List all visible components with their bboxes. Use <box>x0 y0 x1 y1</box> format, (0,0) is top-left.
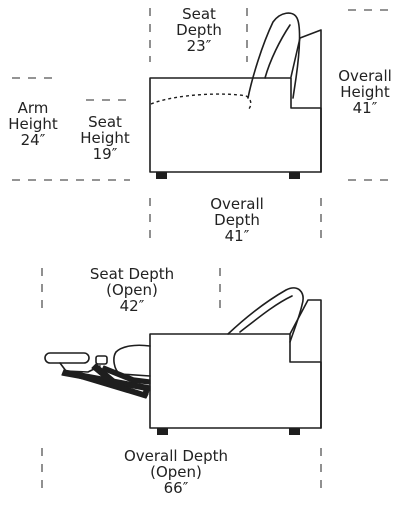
footrest-knob <box>95 355 108 365</box>
overall-height-label-line2: Height <box>340 83 390 101</box>
reclined-back-cushion-fold <box>239 295 293 333</box>
seat-height-label-line2: Height <box>80 129 130 147</box>
overall-height-label: Overall Height 41″ <box>330 68 400 116</box>
overall-depth-open-label: Overall Depth (Open) 66″ <box>112 448 240 496</box>
seat-depth-open-value: 42″ <box>119 297 145 315</box>
upright-dimension-lines <box>12 8 392 246</box>
upright-rear-foot <box>289 172 300 179</box>
reclined-dimension-lines <box>41 268 322 496</box>
overall-depth-label-line1: Overall <box>210 195 264 213</box>
overall-height-value: 41″ <box>352 99 378 117</box>
overall-depth-label-line2: Depth <box>214 211 260 229</box>
arm-height-label: Arm Height 24″ <box>0 100 66 148</box>
reclined-front-foot <box>157 428 168 435</box>
seat-depth-value: 23″ <box>186 37 212 55</box>
upright-seat-cushion-outline <box>150 93 252 111</box>
upright-chair <box>149 12 322 179</box>
footrest-pad <box>44 352 90 364</box>
seat-height-label: Seat Height 19″ <box>72 114 138 162</box>
reclined-back-panel <box>289 299 322 429</box>
reclined-body <box>149 333 322 429</box>
upright-back-cushion-fold <box>264 24 291 79</box>
seat-depth-open-label-line2: (Open) <box>106 281 158 299</box>
seat-depth-label-line2: Depth <box>176 21 222 39</box>
overall-depth-open-label-line2: (Open) <box>150 463 202 481</box>
seat-depth-label: Seat Depth 23″ <box>168 6 230 54</box>
arm-height-label-line1: Arm <box>17 99 49 117</box>
arm-height-value: 24″ <box>20 131 46 149</box>
reclined-rear-foot <box>289 428 300 435</box>
seat-depth-open-label: Seat Depth (Open) 42″ <box>74 266 190 314</box>
overall-depth-label: Overall Depth 41″ <box>198 196 276 244</box>
arm-height-label-line2: Height <box>8 115 58 133</box>
upright-body <box>149 77 322 173</box>
upright-back-cushion <box>247 12 301 99</box>
seat-depth-label-line1: Seat <box>182 5 216 23</box>
seat-height-value: 19″ <box>92 145 118 163</box>
reclined-seat-cushion <box>113 344 151 377</box>
upright-front-foot <box>156 172 167 179</box>
recliner-linkage <box>61 363 151 399</box>
seat-height-label-line1: Seat <box>88 113 122 131</box>
overall-depth-open-value: 66″ <box>163 479 189 497</box>
overall-depth-value: 41″ <box>224 227 250 245</box>
upright-back-panel <box>290 29 322 173</box>
overall-depth-open-label-line1: Overall Depth <box>123 447 229 465</box>
overall-height-label-line1: Overall <box>338 67 392 85</box>
seat-depth-open-label-line1: Seat Depth <box>89 265 175 283</box>
